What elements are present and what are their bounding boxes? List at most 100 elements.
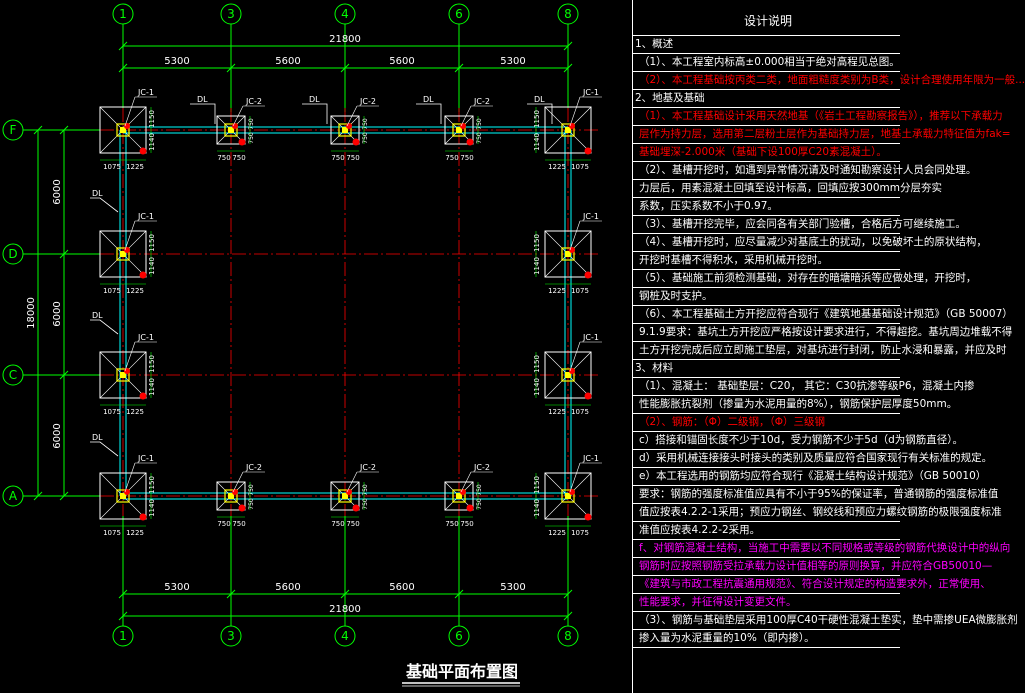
column-outline: [452, 123, 466, 137]
column-outline: [224, 123, 238, 137]
footing-dim-text: 1075: [571, 287, 589, 295]
reinforcement-mark: [139, 147, 147, 155]
reinforcement-mark: [346, 489, 352, 495]
footing-dim-text: 1225: [548, 529, 566, 537]
bay-dimension-top: 5600: [389, 56, 414, 67]
footing-dim-text: 1075: [103, 529, 121, 537]
footing-dim-text: 750: [232, 520, 245, 528]
footing-dim-text: 750: [248, 498, 255, 510]
column-core: [342, 493, 348, 499]
axis-label-bottom: 3: [227, 629, 235, 643]
reinforcement-mark: [352, 504, 360, 512]
footing-label-leader: [232, 471, 244, 493]
footing-outline: [216, 115, 246, 145]
notes-line: （2）、基槽开挖时，如遇到异常情况请及时通知勘察设计人员会同处理。: [633, 162, 976, 180]
beam-tag: DL: [92, 433, 103, 442]
bay-dimension-top: 5300: [500, 56, 525, 67]
notes-line: （1）、混凝土： 基础垫层：C20， 其它：C30抗渗等级P6，混凝土内掺: [633, 378, 975, 396]
footing-dim-text: 750: [476, 498, 483, 510]
footing-outline: [216, 481, 246, 511]
footing-outline: [544, 351, 592, 399]
footing-dim-text: 1075: [571, 408, 589, 416]
column-core: [342, 127, 348, 133]
notes-line: 土方开挖完成后应立即施工垫层，对基坑进行封闭，防止水浸和暴露，并应及时: [633, 342, 1007, 360]
notes-line: （4）、基槽开挖时，应尽量减少对基底土的扰动，以免破坏土的原状结构，: [633, 234, 987, 252]
footing-label: JC-1: [137, 212, 154, 221]
reinforcement-mark: [139, 392, 147, 400]
column-core: [120, 251, 126, 257]
footing-dim-text: 1225: [126, 287, 144, 295]
axis-label-top: 6: [455, 7, 463, 21]
column-core: [565, 372, 571, 378]
reinforcement-mark: [124, 123, 130, 129]
reinforcement-mark: [569, 247, 575, 253]
column-core: [456, 493, 462, 499]
notes-line: 钢桩及时支护。: [633, 288, 900, 306]
footing-dim-text: 750: [346, 520, 359, 528]
footing-label: JC-2: [245, 97, 262, 106]
footing-label-leader: [232, 105, 244, 127]
footing-label-leader: [569, 341, 581, 372]
reinforcement-mark: [569, 368, 575, 374]
footing-label-leader: [460, 471, 472, 493]
reinforcement-mark: [232, 489, 238, 495]
axis-label-left: C: [9, 368, 17, 382]
footing-label: JC-1: [582, 454, 599, 463]
footing-dim-text: 750: [346, 154, 359, 162]
footing-outline: [544, 472, 592, 520]
reinforcement-mark: [584, 513, 592, 521]
footing-dim-text: 1075: [103, 408, 121, 416]
footing-label-leader: [569, 96, 581, 127]
footing-label: JC-2: [473, 97, 490, 106]
footing-label-leader: [124, 341, 136, 372]
notes-line: f、对钢筋混凝土结构，当施工中需要以不同规格或等级的钢筋代换设计中的纵向: [633, 540, 1010, 558]
beam-tag: DL: [197, 95, 208, 104]
footing-dim-text: 750: [248, 484, 255, 496]
notes-line: 准值应按表4.2.2-2采用。: [633, 522, 900, 540]
footing-label: JC-2: [359, 97, 376, 106]
column-core: [565, 127, 571, 133]
beam-tag: DL: [309, 95, 320, 104]
footing-label: JC-2: [359, 463, 376, 472]
axis-label-top: 1: [119, 7, 127, 21]
footing-outline: [330, 115, 360, 145]
footing-dim-text: 1225: [548, 163, 566, 171]
dimension-lines-bottom: [118, 589, 573, 621]
axis-label-top: 4: [341, 7, 349, 21]
notes-line: 《建筑与市政工程抗震通用规范》、符合设计规定的构造要求外，正常使用、: [633, 576, 991, 594]
footing-dim-text: 1225: [548, 287, 566, 295]
notes-line: （5）、基础施工前须检测基础，对存在的暗塘暗浜等应做处理，开挖时，: [633, 270, 976, 288]
notes-line: d）采用机械连接接头时接头的类别及质量应符合国家现行有关标准的规定。: [633, 450, 992, 468]
beam-tag: DL: [423, 95, 434, 104]
bay-dimension-top: 5300: [164, 56, 189, 67]
footing-dim-text: 750: [460, 520, 473, 528]
footing-dim-text: 1225: [126, 163, 144, 171]
footing-dim-text: 1140: [533, 378, 541, 396]
footing-dim-text: 750: [217, 520, 230, 528]
axis-label-bottom: 4: [341, 629, 349, 643]
footing-label-leader: [569, 220, 581, 251]
notes-line: 钢筋时应按照钢筋受拉承载力设计值相等的原则换算，并应符合GB50010—: [633, 558, 992, 576]
reinforcement-mark: [139, 271, 147, 279]
bay-dimension-left: 6000: [52, 301, 63, 326]
footing-label: JC-1: [137, 333, 154, 342]
footing-dim-text: 750: [362, 498, 369, 510]
notes-line: （2）、钢筋：（Φ）二级钢，（Φ）三级钢: [633, 414, 900, 432]
beam-tag: DL: [534, 95, 545, 104]
footing-dim-text: 750: [476, 484, 483, 496]
axis-label-left: A: [9, 489, 18, 503]
notes-line: 掺入量为水泥重量的10%（即内掺）。: [633, 630, 900, 648]
column-core: [565, 493, 571, 499]
notes-line: 基础埋深-2.000米（基础下设100厚C20素混凝土）。: [633, 144, 900, 162]
footing-dim-text: 1225: [126, 408, 144, 416]
bay-dimension-left: 6000: [52, 423, 63, 448]
footing-dim-text: 1140: [148, 499, 156, 517]
design-notes-panel: 设计说明 1、概述（1）、本工程室内标高±0.000相当于绝对高程见总图。（2）…: [632, 0, 1025, 693]
bay-dimension-top: 5600: [275, 56, 300, 67]
notes-section-heading: 2、地基及基础: [633, 90, 900, 108]
reinforcement-mark: [352, 138, 360, 146]
footing-dim-text: 750: [362, 132, 369, 144]
footing-label: JC-1: [582, 333, 599, 342]
footing-dim-text: 1075: [103, 163, 121, 171]
reinforcement-mark: [569, 489, 575, 495]
